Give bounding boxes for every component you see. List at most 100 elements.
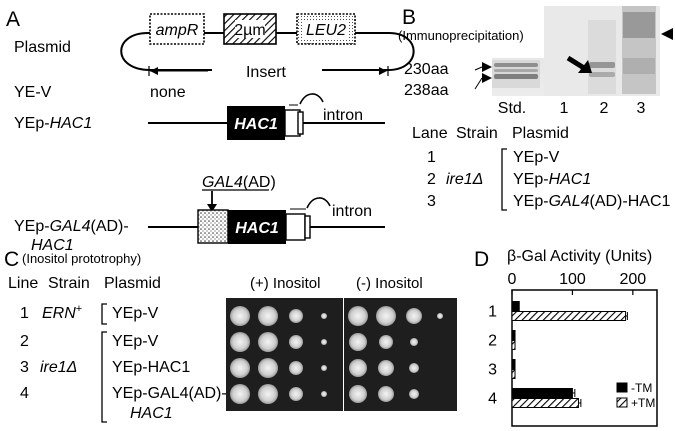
lane2-band-230 bbox=[589, 62, 615, 68]
yeast-spot-plus bbox=[258, 332, 278, 352]
yeast-spot-minus bbox=[349, 333, 367, 351]
insert-arrowhead-right bbox=[379, 67, 387, 75]
yeast-spot-minus bbox=[349, 359, 367, 377]
category-label: 4 bbox=[488, 391, 497, 408]
marker-230-arrowhead bbox=[482, 62, 492, 72]
lane-label-2: 2 bbox=[600, 100, 609, 117]
plasmid-label: Plasmid bbox=[14, 39, 71, 56]
hac1-gene-box bbox=[227, 106, 285, 140]
lane-label-1: 1 bbox=[560, 100, 569, 117]
gal4-intron-arc bbox=[306, 197, 331, 209]
panel-a-letter: A bbox=[6, 8, 20, 31]
table-row3-plasmid: YEp-GAL4(AD)-HAC1 bbox=[513, 193, 670, 210]
c-row2-plasmid: YEp-V bbox=[112, 333, 159, 350]
c-row4-plasmid-line2: HAC1 bbox=[130, 405, 173, 422]
c-row4-plasmid: YEp-GAL4(AD)- bbox=[112, 385, 227, 402]
yeast-spot-plus bbox=[321, 391, 327, 397]
legend-label: -TM bbox=[631, 381, 652, 395]
panel-b: B (Immunoprecipitation) 230aa 238aa Std.… bbox=[398, 6, 673, 211]
row-gal4-name-line2: HAC1 bbox=[31, 237, 74, 254]
plasmid-backbone-right bbox=[378, 32, 415, 71]
yeast-spot-plus bbox=[321, 365, 327, 371]
c-row3-line: 3 bbox=[20, 359, 29, 376]
inositol-prototrophy-label: (Inositol prototrophy) bbox=[22, 251, 141, 266]
lane-label-std: Std. bbox=[498, 100, 526, 117]
table-row3-lane: 3 bbox=[427, 193, 436, 210]
gal4-intron-label: intron bbox=[332, 203, 372, 220]
yeast-spot-minus bbox=[378, 386, 394, 402]
ampR-label: ampR bbox=[156, 22, 199, 39]
LEU2-label-bg bbox=[304, 20, 348, 38]
marker-238-leader bbox=[474, 77, 483, 90]
c-row1-bracket bbox=[101, 303, 107, 325]
lane-label-3: 3 bbox=[637, 100, 646, 117]
minus-inositol-label: (-) Inositol bbox=[356, 275, 423, 292]
bar-minus-tm bbox=[511, 359, 516, 369]
c-row3-strain: ire1Δ bbox=[40, 359, 77, 376]
marker-238-label: 238aa bbox=[404, 82, 449, 99]
panel-b-letter: B bbox=[402, 6, 416, 29]
category-label: 3 bbox=[488, 362, 497, 379]
c-row4-line: 4 bbox=[20, 385, 29, 402]
bar-minus-tm bbox=[511, 330, 516, 340]
yeast-spot-plus bbox=[230, 306, 250, 326]
bar-plus-tm bbox=[511, 369, 516, 379]
yeast-spot-minus bbox=[376, 306, 396, 326]
category-label: 2 bbox=[488, 333, 497, 350]
c-row1-plasmid: YEp-V bbox=[112, 305, 159, 322]
row-yev-insert: none bbox=[150, 84, 186, 101]
gal4-exon2-box bbox=[285, 213, 306, 241]
yeast-spot-minus bbox=[348, 306, 368, 326]
yeast-spot-plus bbox=[258, 384, 278, 404]
fusion-arrowhead bbox=[661, 28, 673, 40]
yeast-spot-plus bbox=[230, 384, 250, 404]
marker-230-leader bbox=[474, 66, 483, 71]
legend-swatch bbox=[616, 397, 628, 408]
lane3-lower-bands bbox=[623, 58, 655, 74]
bar-plus-tm bbox=[511, 398, 579, 408]
table-row2-strain: ire1Δ bbox=[446, 171, 483, 188]
gal4-hac1-gene-box bbox=[228, 210, 286, 244]
hac1-gene-label: HAC1 bbox=[234, 116, 278, 133]
std-band-230 bbox=[494, 63, 538, 67]
ampR-box bbox=[149, 13, 205, 45]
table-row2-lane: 2 bbox=[427, 171, 436, 188]
yeast-spot-minus bbox=[379, 335, 393, 349]
plus-inositol-label: (+) Inositol bbox=[250, 275, 320, 292]
x-tick-label: 100 bbox=[559, 271, 586, 288]
2um-label: 2µm bbox=[234, 22, 265, 39]
yeast-spot-plus bbox=[321, 313, 327, 319]
table-row1-lane: 1 bbox=[427, 149, 436, 166]
category-label: 1 bbox=[488, 304, 497, 321]
LEU2-label: LEU2 bbox=[306, 22, 346, 39]
x-tick-label: 0 bbox=[508, 271, 517, 288]
c-row3-plasmid: YEp-HAC1 bbox=[112, 359, 190, 376]
row-yev-name: YE-V bbox=[14, 84, 52, 101]
panel-d-letter: D bbox=[474, 248, 489, 271]
yeast-spot-plus bbox=[289, 309, 303, 323]
marker-230-label: 230aa bbox=[404, 61, 449, 78]
panel-a: A Plasmid ampR 2µm LEU2 Insert YE-V none… bbox=[6, 8, 415, 254]
hac1-intron-bar bbox=[297, 111, 304, 135]
bar-minus-tm bbox=[511, 388, 573, 398]
yeast-spot-plus bbox=[289, 335, 303, 349]
c-row1-line: 1 bbox=[20, 305, 29, 322]
yeast-spot-plus bbox=[289, 361, 303, 375]
yeast-spot-plus bbox=[289, 387, 303, 401]
insert-label: Insert bbox=[246, 64, 287, 81]
yeast-spot-plus bbox=[258, 358, 278, 378]
hac1-intron-arc bbox=[299, 93, 324, 105]
c-header-line: Line bbox=[8, 275, 38, 292]
lane2-arrow-shaft bbox=[566, 55, 586, 71]
panel-c: C (Inositol prototrophy) Line Strain Pla… bbox=[4, 248, 457, 423]
lane3-fusion-band bbox=[623, 12, 655, 38]
table-row2-plasmid: YEp-HAC1 bbox=[513, 171, 591, 188]
yeast-spot-minus bbox=[410, 338, 418, 346]
yeast-spot-plus bbox=[230, 332, 250, 352]
yeast-spot-plus bbox=[230, 358, 250, 378]
table-bracket bbox=[501, 148, 507, 211]
panel-c-letter: C bbox=[4, 248, 19, 271]
